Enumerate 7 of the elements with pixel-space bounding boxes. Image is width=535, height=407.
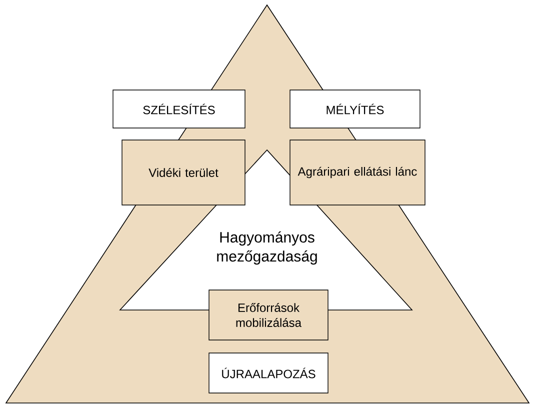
label-box: SZÉLESÍTÉS	[112, 90, 246, 128]
process-box: Agráripari ellátási lánc	[290, 140, 426, 206]
label-box: ÚJRAALAPOZÁS	[208, 352, 328, 394]
process-box: Erőforrások mobilizálása	[208, 290, 328, 340]
process-box: Vidéki terület	[122, 140, 246, 206]
label-box: MÉLYÍTÉS	[290, 90, 420, 128]
center-label: Hagyományos mezőgazdaság	[217, 231, 317, 265]
